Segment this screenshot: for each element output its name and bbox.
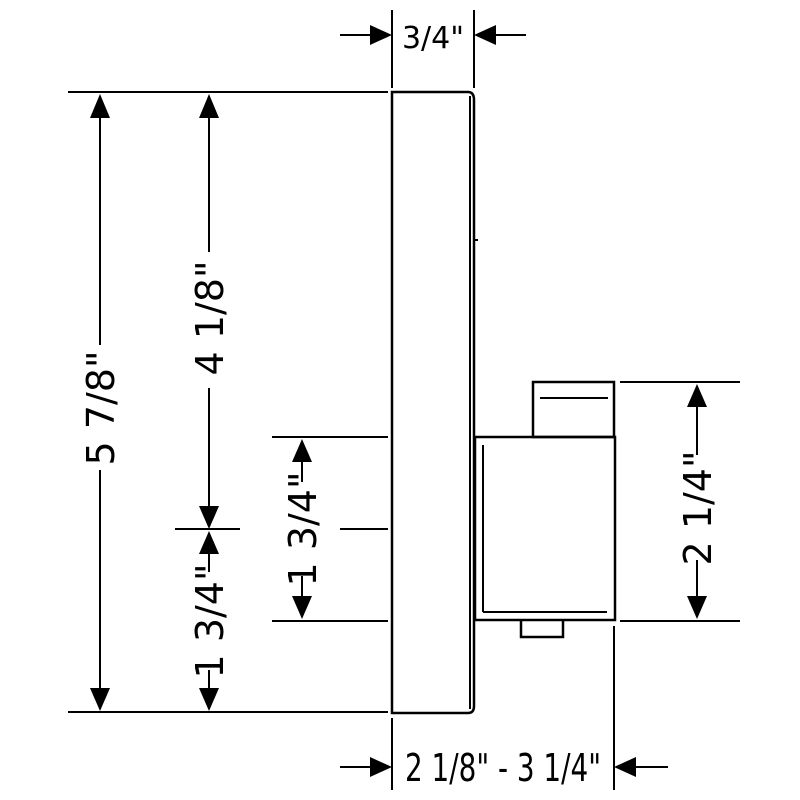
dimension-projection-label: 2 1/8" - 3 1/4" — [405, 746, 601, 790]
dimension-lower-height-label: 1 3/4" — [188, 564, 232, 679]
dimension-depth-label: 3/4" — [402, 21, 464, 56]
trim-plate — [390, 90, 478, 715]
dimension-projection: 2 1/8" - 3 1/4" — [340, 746, 668, 790]
dimension-lower-height: 1 3/4" — [175, 528, 240, 711]
dimension-handle-height-label: 2 1/4" — [676, 451, 720, 566]
valve-handle — [473, 380, 617, 639]
dimension-handle-height: 2 1/4" — [676, 384, 720, 619]
dimension-total-height: 5 7/8" — [79, 94, 123, 711]
dimension-upper-height: 4 1/8" — [188, 94, 232, 529]
dimension-center-height-label: 1 3/4" — [281, 472, 325, 587]
extension-lines — [68, 10, 740, 790]
dimension-upper-height-label: 4 1/8" — [188, 261, 232, 376]
dimension-center-height: 1 3/4" — [281, 439, 325, 619]
dimension-total-height-label: 5 7/8" — [79, 351, 123, 466]
dimension-depth: 3/4" — [340, 21, 526, 56]
